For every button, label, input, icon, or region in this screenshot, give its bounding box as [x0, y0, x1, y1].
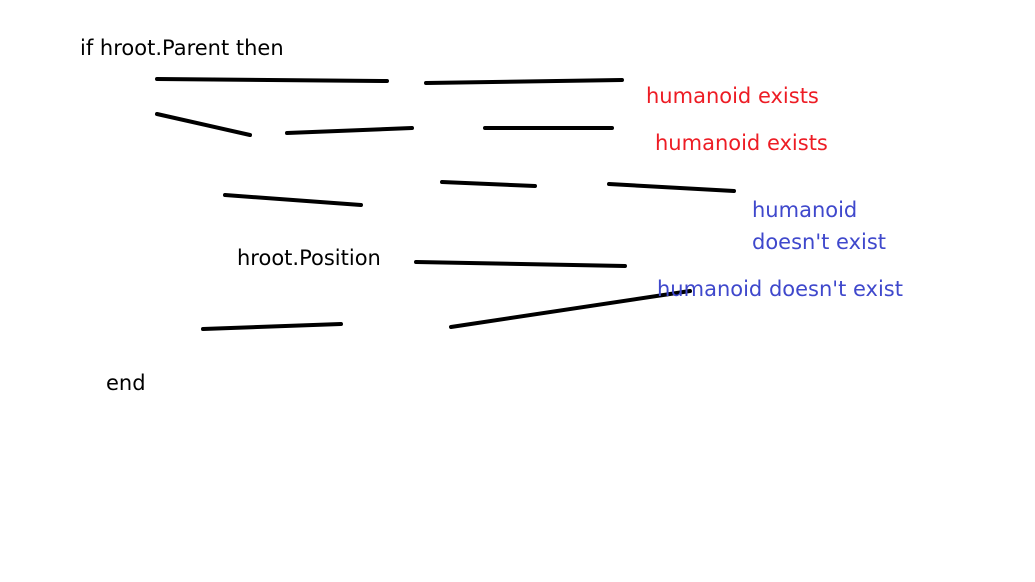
annotation-humanoid-exists: humanoid exists — [655, 131, 828, 155]
stroke — [607, 182, 736, 193]
code-line-end: end — [106, 371, 146, 395]
annotation-humanoid-doesnt-exist: humanoid doesn't exist — [657, 277, 903, 301]
stroke — [223, 193, 363, 207]
stroke — [424, 78, 624, 85]
stroke — [155, 77, 389, 83]
stroke — [285, 126, 414, 135]
code-line-position: hroot.Position — [237, 246, 381, 270]
stroke — [414, 260, 627, 268]
stroke — [201, 322, 343, 331]
stroke — [449, 289, 692, 329]
stroke — [440, 180, 537, 188]
code-line-if: if hroot.Parent then — [80, 36, 284, 60]
stroke — [155, 112, 252, 137]
annotation-humanoid-exists: humanoid exists — [646, 84, 819, 108]
annotation-humanoid-doesnt-exist: humanoid doesn't exist — [752, 198, 887, 254]
